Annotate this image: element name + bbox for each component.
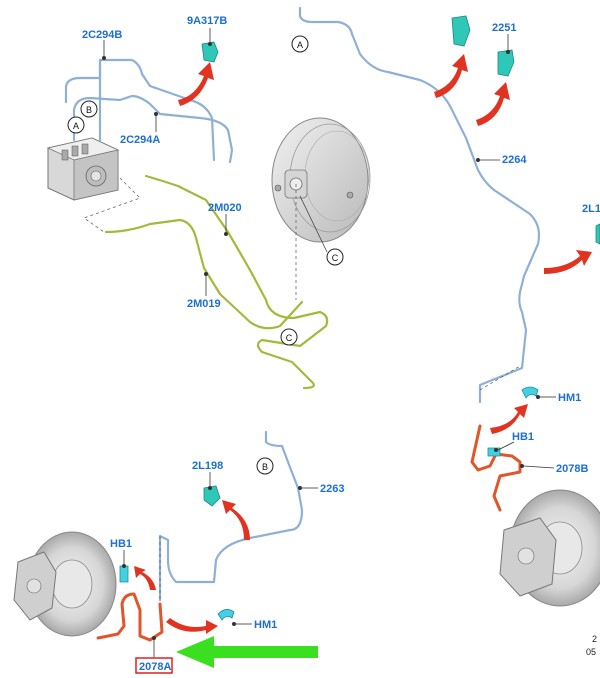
blue-brake-lines bbox=[64, 6, 541, 602]
callout-C-line: C bbox=[280, 328, 298, 346]
callout-C-booster: C bbox=[299, 195, 344, 266]
teal-parts bbox=[201, 15, 600, 507]
callout-B-bottom: B bbox=[256, 457, 274, 475]
label-2263: 2263 bbox=[320, 483, 344, 495]
callout-A-right: A bbox=[291, 35, 309, 53]
label-9A317B: 9A317B bbox=[187, 15, 227, 27]
label-2264: 2264 bbox=[502, 154, 527, 166]
callout-label: B bbox=[262, 462, 268, 472]
highlight-box bbox=[135, 657, 173, 674]
green-brake-lines bbox=[104, 174, 329, 390]
callout-label: A bbox=[297, 40, 303, 50]
label-2C294A: 2C294A bbox=[120, 134, 160, 146]
label-2078A: 2078A bbox=[139, 661, 171, 673]
label-HM1-left: HM1 bbox=[254, 619, 277, 631]
callout-label: A bbox=[73, 121, 79, 131]
label-2078B: 2078B bbox=[556, 463, 588, 475]
callout-B-top: B bbox=[80, 100, 98, 118]
leader-lines bbox=[83, 177, 521, 600]
front-left-rotor bbox=[13, 531, 117, 637]
brake-hoses bbox=[96, 424, 522, 642]
label-2M020: 2M020 bbox=[208, 202, 242, 214]
label-2C294B: 2C294B bbox=[82, 29, 122, 41]
highlight-arrow bbox=[176, 636, 318, 668]
brake-booster bbox=[271, 117, 371, 243]
callout-label: B bbox=[86, 105, 92, 115]
footer-code-line2: 05 bbox=[586, 647, 596, 657]
label-2L1: 2L1 bbox=[582, 203, 600, 215]
label-2M019: 2M019 bbox=[187, 298, 221, 310]
abs-module bbox=[46, 137, 120, 201]
front-right-rotor bbox=[499, 489, 600, 607]
callout-label: C bbox=[286, 333, 293, 343]
red-arrows bbox=[134, 54, 592, 634]
callout-label: C bbox=[332, 253, 339, 263]
clips-bolts bbox=[119, 386, 539, 621]
label-2251: 2251 bbox=[492, 22, 516, 34]
label-HB1-right: HB1 bbox=[512, 431, 534, 443]
footer-code-line1: 2 bbox=[592, 634, 597, 644]
callout-A-top: A bbox=[67, 116, 85, 134]
label-2L198: 2L198 bbox=[192, 460, 223, 472]
label-HM1-right: HM1 bbox=[558, 392, 581, 404]
label-leaders bbox=[102, 28, 556, 658]
label-HB1-left: HB1 bbox=[110, 538, 132, 550]
